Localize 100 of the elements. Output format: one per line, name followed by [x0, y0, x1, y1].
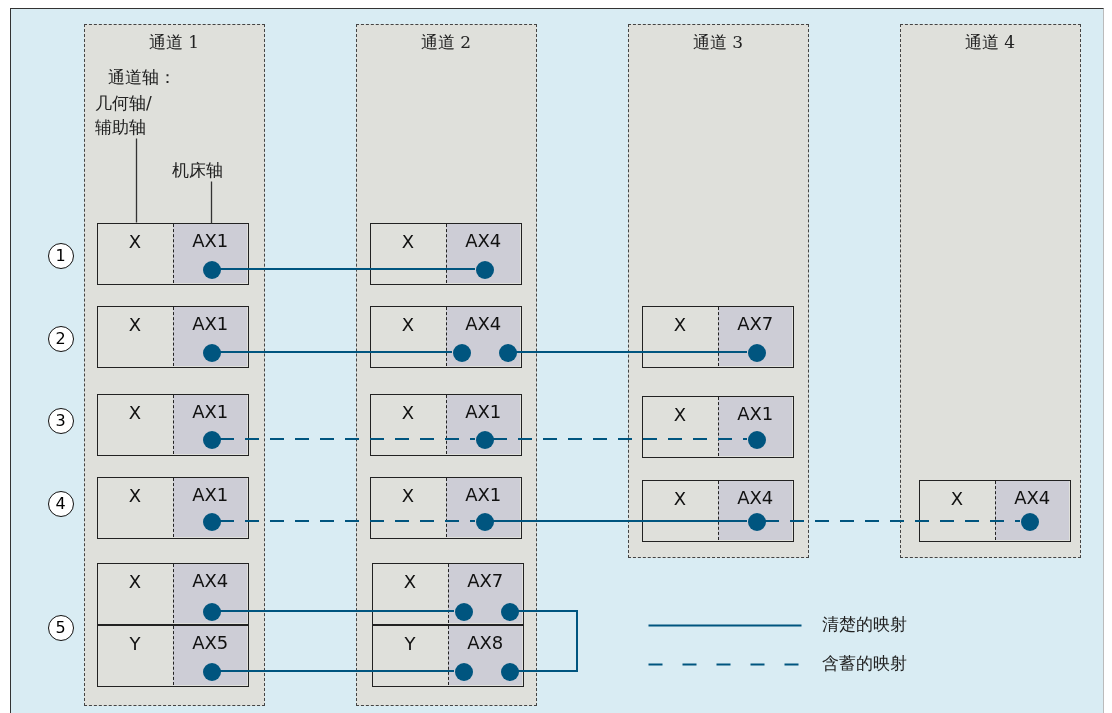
machine-axis-label: AX4 [464, 313, 503, 334]
callout-number: 2 [47, 325, 74, 352]
channel-heading: 通道 4 [963, 30, 1017, 54]
connection-dot [1020, 512, 1039, 531]
axis-box [370, 223, 522, 285]
mapping-line [517, 610, 578, 672]
mapping-line [219, 438, 476, 440]
machine-axis-label: AX1 [464, 401, 503, 422]
axis-box [372, 625, 524, 687]
machine-axis-cell [447, 626, 522, 685]
mapping-line [219, 268, 476, 270]
channel-panel [355, 23, 537, 706]
axis-box [97, 477, 249, 539]
machine-axis-cell [445, 307, 520, 366]
mapping-line [492, 438, 748, 440]
axis-label: X [672, 314, 688, 335]
connection-dot [202, 430, 221, 449]
axis-label: X [127, 402, 143, 423]
callout-number: 1 [47, 242, 74, 269]
channel-panel [627, 23, 809, 558]
machine-axis-label: AX1 [191, 313, 230, 334]
machine-axis-label: AX1 [191, 230, 230, 251]
machine-axis-label: AX5 [191, 632, 230, 653]
machine-axis-label: AX1 [191, 401, 230, 422]
machine-axis-cell [445, 224, 520, 283]
axis-type-label: 几何轴/辅助轴 [95, 91, 159, 139]
axis-label: X [127, 314, 143, 335]
axis-label: Y [128, 633, 142, 654]
axis-box [372, 563, 524, 625]
machine-axis-cell [717, 307, 792, 366]
mapping-line [764, 520, 1021, 522]
machine-axis-cell [447, 564, 522, 623]
axis-box [642, 396, 794, 458]
connection-dot [747, 512, 766, 531]
axis-label: X [127, 571, 143, 592]
axis-label: X [127, 231, 143, 252]
axis-label: X [400, 314, 416, 335]
axis-box [97, 306, 249, 368]
channel-heading: 通道 3 [691, 30, 745, 54]
machine-axis-label: AX1 [464, 484, 503, 505]
axis-label: X [672, 404, 688, 425]
connection-dot [202, 343, 221, 362]
machine-axis-label: AX1 [191, 484, 230, 505]
axis-box [642, 306, 794, 368]
machine-axis-label: AX8 [466, 632, 505, 653]
channel-heading: 通道 2 [419, 30, 473, 54]
legend-label: 清楚的映射 [821, 612, 907, 636]
machine-axis-cell [172, 307, 247, 366]
axis-label: X [127, 485, 143, 506]
machine-axis-cell [172, 224, 247, 283]
axis-box [919, 480, 1071, 542]
machine-axis-cell [717, 397, 792, 456]
axis-label: X [400, 402, 416, 423]
connection-dot [498, 343, 517, 362]
mapping-line [515, 351, 748, 353]
callout-number: 5 [47, 614, 74, 641]
callout-number: 3 [47, 407, 74, 434]
machine-axis-cell [172, 478, 247, 537]
axis-box [370, 477, 522, 539]
axis-box [97, 563, 249, 625]
axis-box [97, 223, 249, 285]
axis-type-label: 机床轴 [172, 158, 223, 182]
connection-dot [500, 662, 519, 681]
machine-axis-cell [172, 395, 247, 454]
connection-dot [202, 260, 221, 279]
connection-dot [475, 260, 494, 279]
machine-axis-cell [445, 478, 520, 537]
machine-axis-label: AX4 [1013, 487, 1052, 508]
mapping-line [219, 520, 476, 522]
connection-dot [500, 602, 519, 621]
leader-line [210, 180, 213, 225]
machine-axis-cell [994, 481, 1069, 540]
connection-dot [454, 662, 473, 681]
axis-box [642, 480, 794, 542]
machine-axis-label: AX4 [736, 487, 775, 508]
mapping-line [219, 351, 453, 353]
machine-axis-cell [172, 564, 247, 623]
connection-dot [747, 430, 766, 449]
connection-dot [475, 430, 494, 449]
connection-dot [747, 343, 766, 362]
machine-axis-label: AX4 [191, 570, 230, 591]
machine-axis-label: AX1 [736, 403, 775, 424]
mapping-line [219, 670, 455, 672]
leader-line [135, 137, 138, 224]
callout-number: 4 [47, 490, 74, 517]
axis-box [97, 625, 249, 687]
channel-panel [899, 23, 1081, 558]
connection-dot [202, 662, 221, 681]
axis-label: X [672, 488, 688, 509]
mapping-line [219, 610, 455, 612]
machine-axis-cell [445, 395, 520, 454]
channel-heading: 通道 1 [147, 30, 201, 54]
channel-panel [83, 23, 265, 706]
axis-group-label: 通道轴： [107, 65, 176, 89]
mapping-line [492, 520, 748, 522]
machine-axis-cell [172, 626, 247, 685]
machine-axis-label: AX7 [466, 570, 505, 591]
axis-box [370, 394, 522, 456]
axis-label: X [400, 231, 416, 252]
axis-label: X [949, 488, 965, 509]
